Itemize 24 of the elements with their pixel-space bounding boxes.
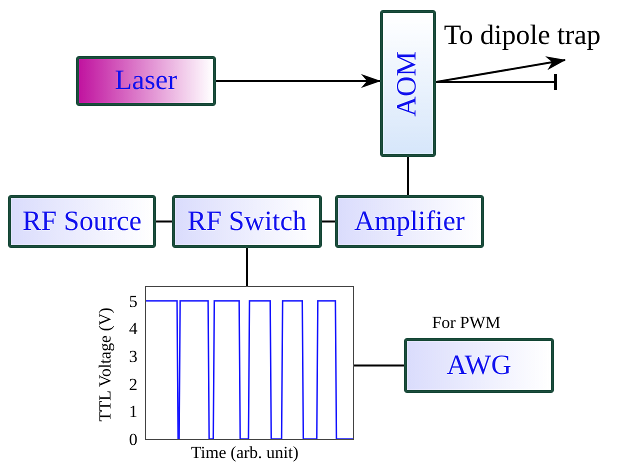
- connector-line: [436, 74, 557, 90]
- connector-line: [246, 248, 248, 286]
- process-box: Laser: [76, 56, 216, 106]
- connector-line: [322, 220, 335, 222]
- connector-line: [352, 364, 404, 366]
- process-box: AOM: [380, 10, 436, 157]
- tick-label: 2: [129, 376, 138, 393]
- arrow: [436, 56, 566, 83]
- axis-title: TTL Voltage (V): [96, 306, 114, 424]
- connector-line: [407, 157, 409, 195]
- arrow: [216, 74, 381, 88]
- tick-label: 0: [129, 431, 138, 448]
- tick-label: 3: [129, 348, 138, 366]
- connector-line: [156, 220, 172, 222]
- tick-label: 4: [129, 320, 138, 338]
- box-caption: For PWM: [432, 314, 500, 331]
- edge-label: To dipole trap: [444, 22, 601, 50]
- process-box: RF Switch: [172, 195, 322, 248]
- tick-label: 5: [129, 292, 138, 310]
- process-box: AWG: [404, 338, 554, 393]
- process-box: Amplifier: [335, 195, 484, 248]
- process-box: RF Source: [8, 195, 156, 248]
- axis-title: Time (arb. unit): [191, 444, 299, 461]
- tick-label: 1: [129, 403, 138, 420]
